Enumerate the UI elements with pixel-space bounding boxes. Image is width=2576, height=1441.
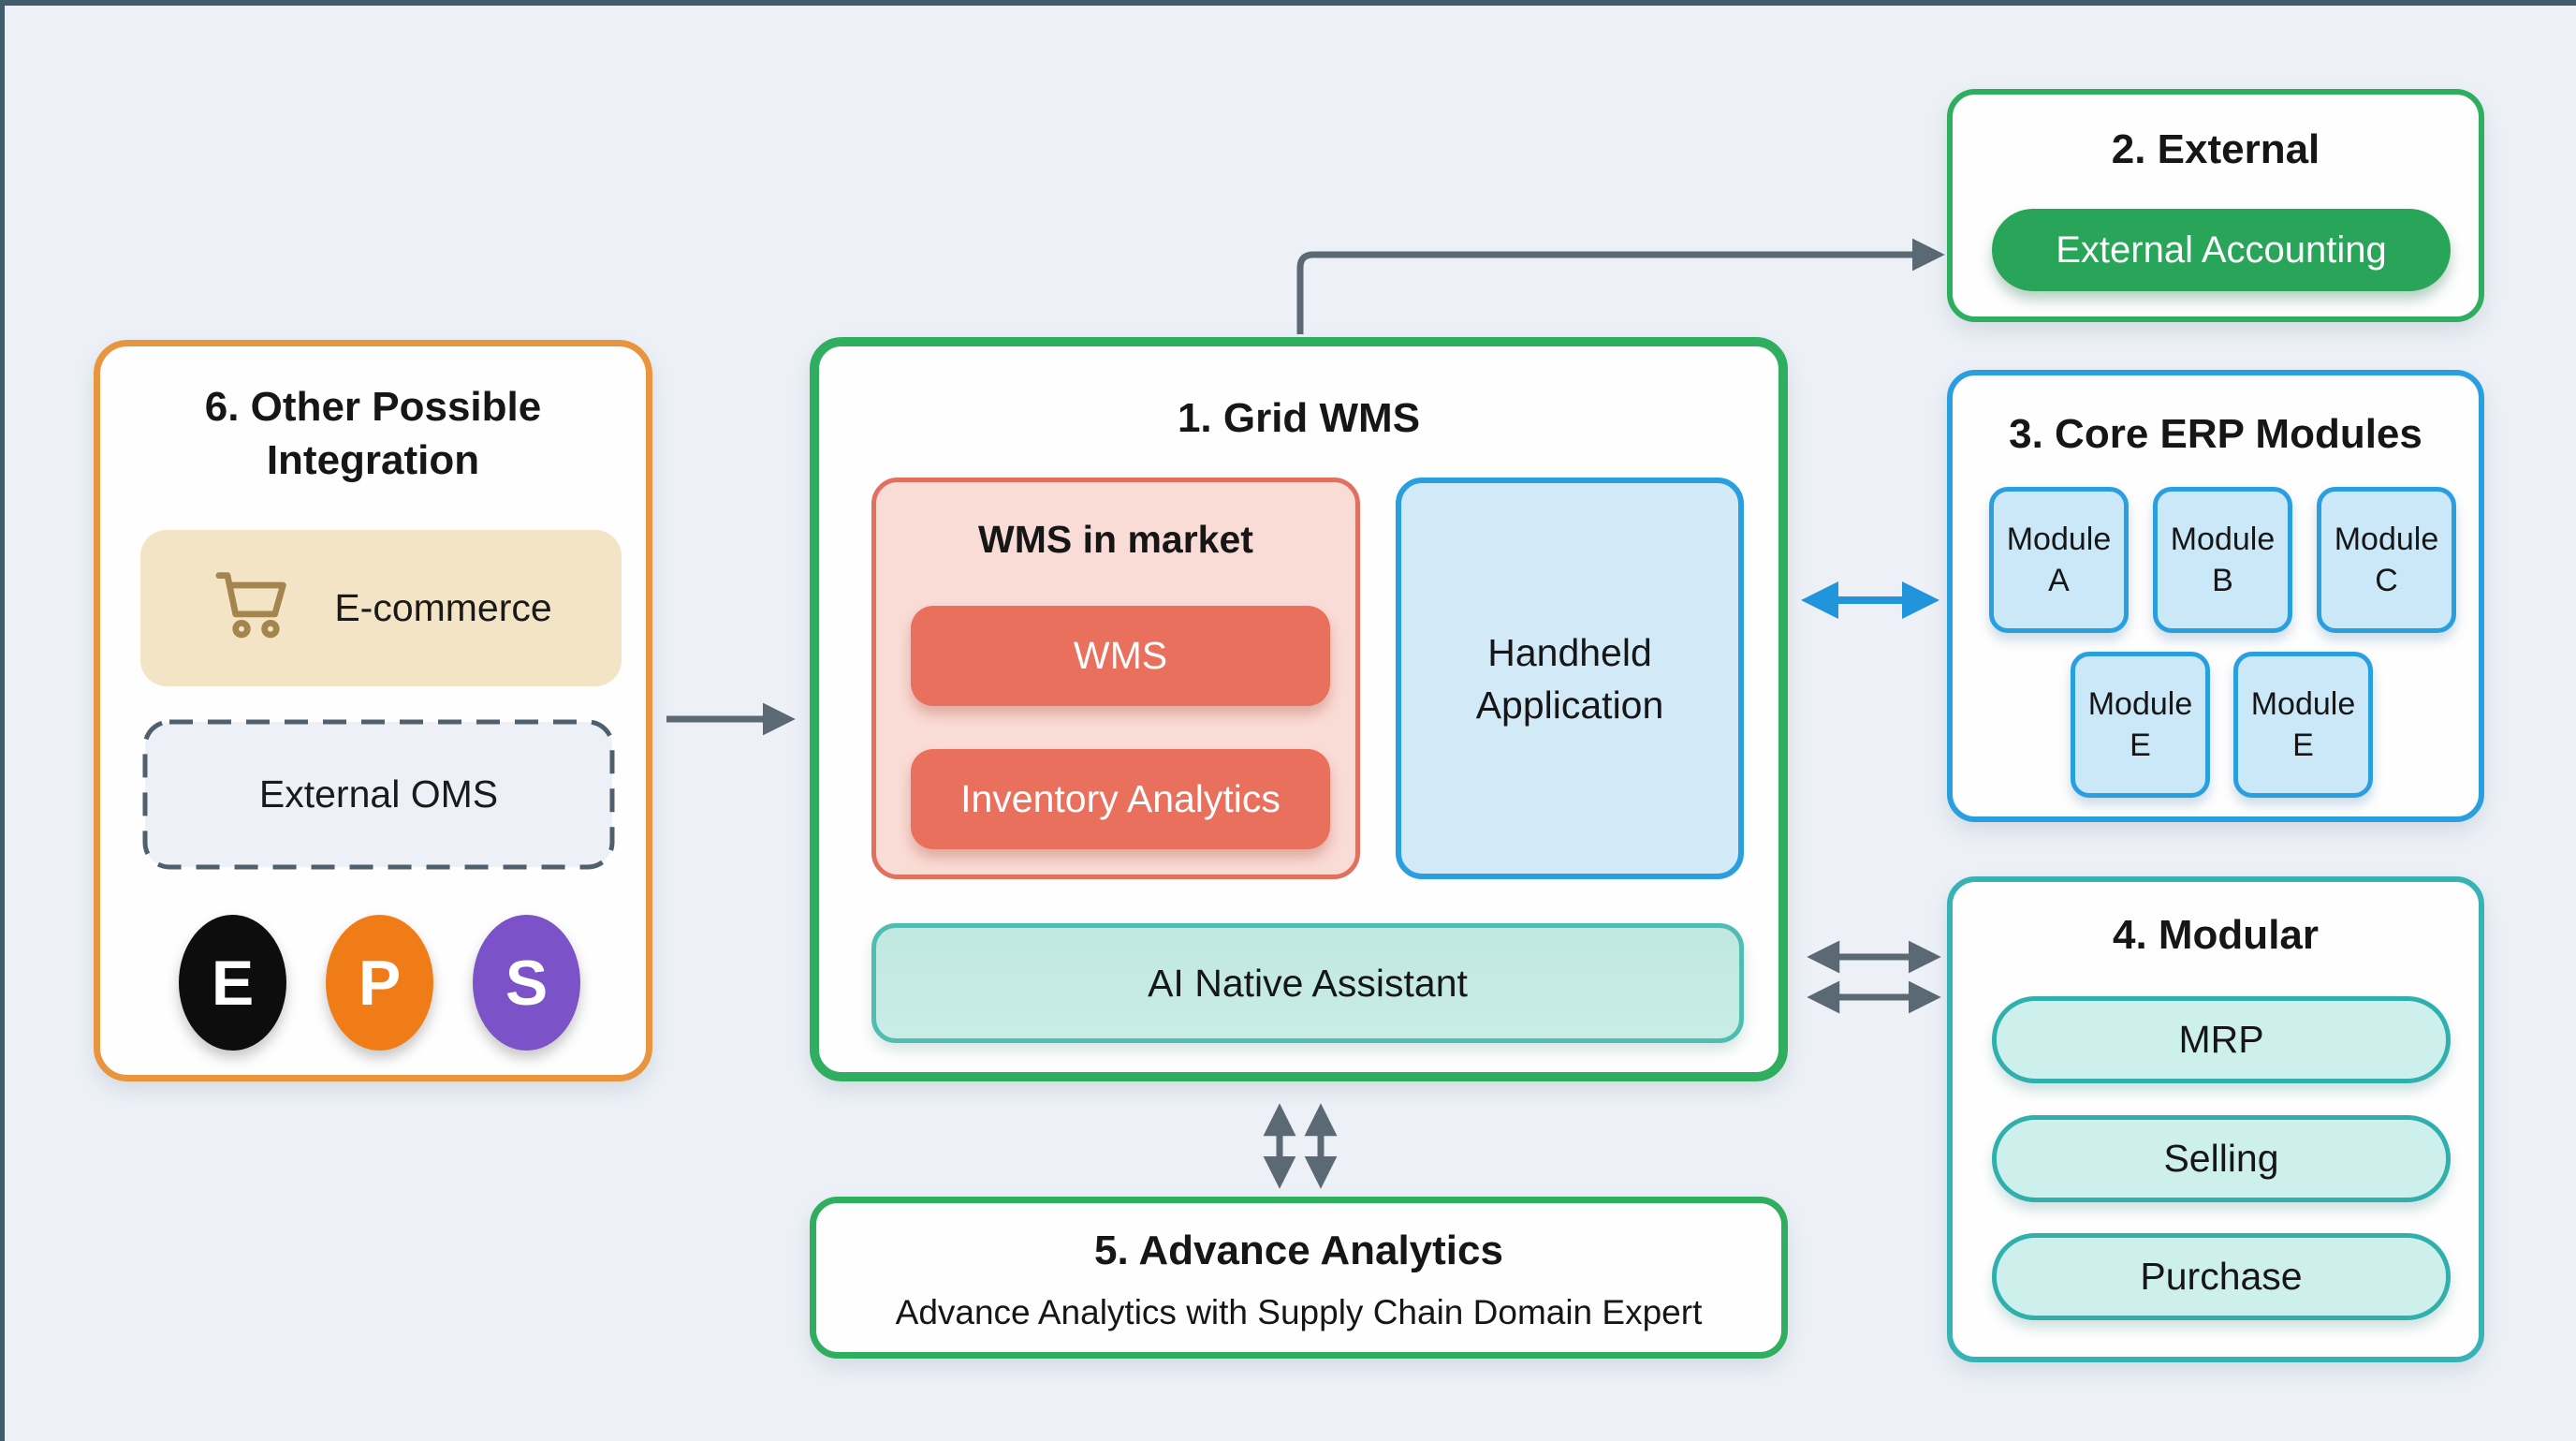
wms-button: WMS <box>911 606 1330 706</box>
ecommerce-chip: E-commerce <box>140 530 622 686</box>
dashed-border <box>142 719 615 870</box>
module-c: Module C <box>2317 487 2456 633</box>
shopping-cart-icon <box>210 564 299 653</box>
external-accounting-pill: External Accounting <box>1992 209 2451 291</box>
handheld-application-label: Handheld Application <box>1475 630 1664 727</box>
badge-p-letter: P <box>358 947 402 1019</box>
module-b: Module B <box>2153 487 2292 633</box>
external-title: 2. External <box>2111 126 2320 172</box>
external-box: 2. External External Accounting <box>1947 89 2484 322</box>
screen-frame-left <box>0 0 5 1441</box>
screen-frame-top <box>0 0 2576 6</box>
core-erp-title: 3. Core ERP Modules <box>2009 411 2422 457</box>
wms-in-market-box: WMS in market WMS Inventory Analytics <box>871 478 1360 879</box>
grid-wms-title: 1. Grid WMS <box>1177 395 1421 441</box>
core-erp-modules-box: 3. Core ERP Modules Module A Module B Mo… <box>1947 370 2484 822</box>
ai-native-assistant-label: AI Native Assistant <box>1148 961 1468 1005</box>
other-integration-box: 6. Other Possible Integration E-commerce… <box>94 340 652 1081</box>
purchase-pill: Purchase <box>1992 1233 2451 1320</box>
badge-e: E <box>179 915 286 1051</box>
external-oms-box: External OMS <box>141 718 616 871</box>
module-a: Module A <box>1989 487 2129 633</box>
wms-in-market-title: WMS in market <box>978 518 1253 561</box>
ecommerce-label: E-commerce <box>334 586 552 629</box>
other-integration-title: 6. Other Possible Integration <box>204 384 542 483</box>
badge-s: S <box>473 915 580 1051</box>
module-e-2: Module E <box>2233 652 2373 798</box>
module-e-1: Module E <box>2071 652 2210 798</box>
advance-analytics-box: 5. Advance Analytics Advance Analytics w… <box>810 1197 1788 1359</box>
advance-analytics-subtitle: Advance Analytics with Supply Chain Doma… <box>895 1293 1703 1331</box>
badge-p: P <box>326 915 433 1051</box>
modular-box: 4. Modular MRP Selling Purchase <box>1947 876 2484 1362</box>
advance-analytics-title: 5. Advance Analytics <box>1094 1228 1503 1273</box>
mrp-pill: MRP <box>1992 996 2451 1083</box>
arrow-gridwms-to-external <box>1296 238 1945 334</box>
modular-title: 4. Modular <box>2112 912 2320 958</box>
external-oms-label: External OMS <box>258 772 499 816</box>
badge-s-letter: S <box>505 947 549 1019</box>
inventory-analytics-button: Inventory Analytics <box>911 749 1330 849</box>
ai-native-assistant-bar: AI Native Assistant <box>871 923 1744 1043</box>
grid-wms-box: 1. Grid WMS WMS in market WMS Inventory … <box>810 337 1788 1081</box>
handheld-application-box: Handheld Application <box>1396 478 1744 879</box>
selling-pill: Selling <box>1992 1115 2451 1202</box>
badge-e-letter: E <box>211 947 255 1019</box>
